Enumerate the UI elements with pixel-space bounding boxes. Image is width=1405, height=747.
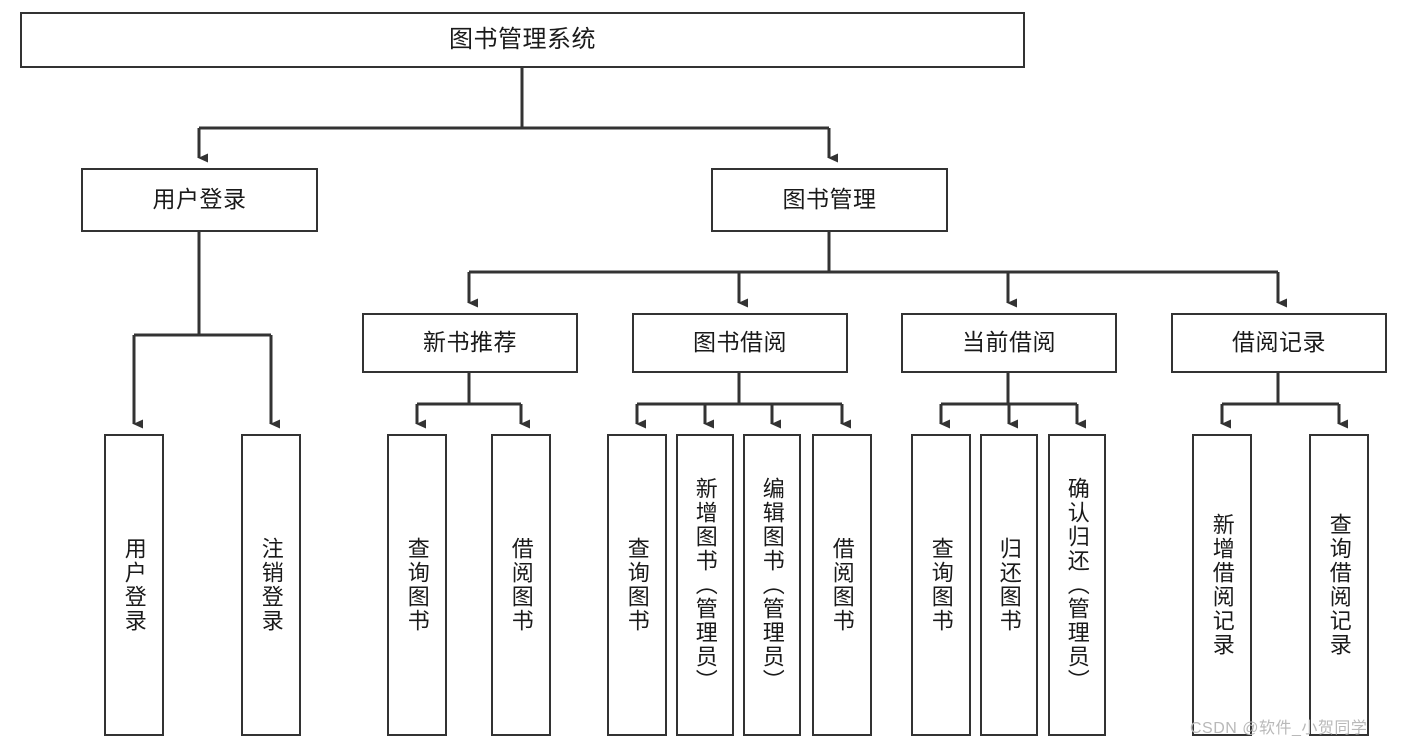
leaf-current-borrow-return-book[interactable]: 归还图书 bbox=[980, 434, 1038, 736]
node-label: 图书管理系统 bbox=[449, 25, 596, 53]
node-label: 用户登录 bbox=[121, 537, 147, 633]
node-label: 新书推荐 bbox=[423, 329, 517, 356]
node-label: 归还图书 bbox=[996, 537, 1022, 633]
node-label: 确认归还（管理员） bbox=[1064, 477, 1090, 693]
leaf-borrow-record-add-record[interactable]: 新增借阅记录 bbox=[1192, 434, 1252, 736]
leaf-borrow-record-query-record[interactable]: 查询借阅记录 bbox=[1309, 434, 1369, 736]
leaf-book-borrow-borrow-book[interactable]: 借阅图书 bbox=[812, 434, 872, 736]
node-label: 图书借阅 bbox=[693, 329, 787, 356]
leaf-book-borrow-add-book-admin[interactable]: 新增图书（管理员） bbox=[676, 434, 734, 736]
node-label: 当前借阅 bbox=[962, 329, 1056, 356]
leaf-current-borrow-confirm-return-admin[interactable]: 确认归还（管理员） bbox=[1048, 434, 1106, 736]
node-label: 查询图书 bbox=[404, 537, 430, 633]
node-label: 查询图书 bbox=[624, 537, 650, 633]
leaf-current-borrow-query-book[interactable]: 查询图书 bbox=[911, 434, 971, 736]
node-label: 用户登录 bbox=[152, 186, 247, 213]
node-label: 查询借阅记录 bbox=[1326, 513, 1352, 657]
node-label: 图书管理 bbox=[782, 186, 877, 213]
node-current-borrow[interactable]: 当前借阅 bbox=[901, 313, 1117, 373]
node-borrow-record[interactable]: 借阅记录 bbox=[1171, 313, 1387, 373]
node-label: 查询图书 bbox=[928, 537, 954, 633]
node-root-book-management-system[interactable]: 图书管理系统 bbox=[20, 12, 1025, 68]
node-label: 注销登录 bbox=[258, 537, 284, 633]
leaf-user-login-login[interactable]: 用户登录 bbox=[104, 434, 164, 736]
node-label: 借阅记录 bbox=[1232, 329, 1326, 356]
leaf-user-login-logout[interactable]: 注销登录 bbox=[241, 434, 301, 736]
leaf-new-book-query-book[interactable]: 查询图书 bbox=[387, 434, 447, 736]
node-user-login[interactable]: 用户登录 bbox=[81, 168, 318, 232]
csdn-watermark: CSDN @软件_小贺同学 bbox=[1190, 720, 1368, 737]
node-label: 借阅图书 bbox=[508, 537, 534, 633]
leaf-new-book-borrow-book[interactable]: 借阅图书 bbox=[491, 434, 551, 736]
node-label: 借阅图书 bbox=[829, 537, 855, 633]
leaf-book-borrow-edit-book-admin[interactable]: 编辑图书（管理员） bbox=[743, 434, 801, 736]
node-new-book-recommend[interactable]: 新书推荐 bbox=[362, 313, 578, 373]
node-label: 新增借阅记录 bbox=[1209, 513, 1235, 657]
node-book-borrow[interactable]: 图书借阅 bbox=[632, 313, 848, 373]
node-book-management[interactable]: 图书管理 bbox=[711, 168, 948, 232]
leaf-book-borrow-query-book[interactable]: 查询图书 bbox=[607, 434, 667, 736]
node-label: 新增图书（管理员） bbox=[692, 477, 718, 693]
node-label: 编辑图书（管理员） bbox=[759, 477, 785, 693]
